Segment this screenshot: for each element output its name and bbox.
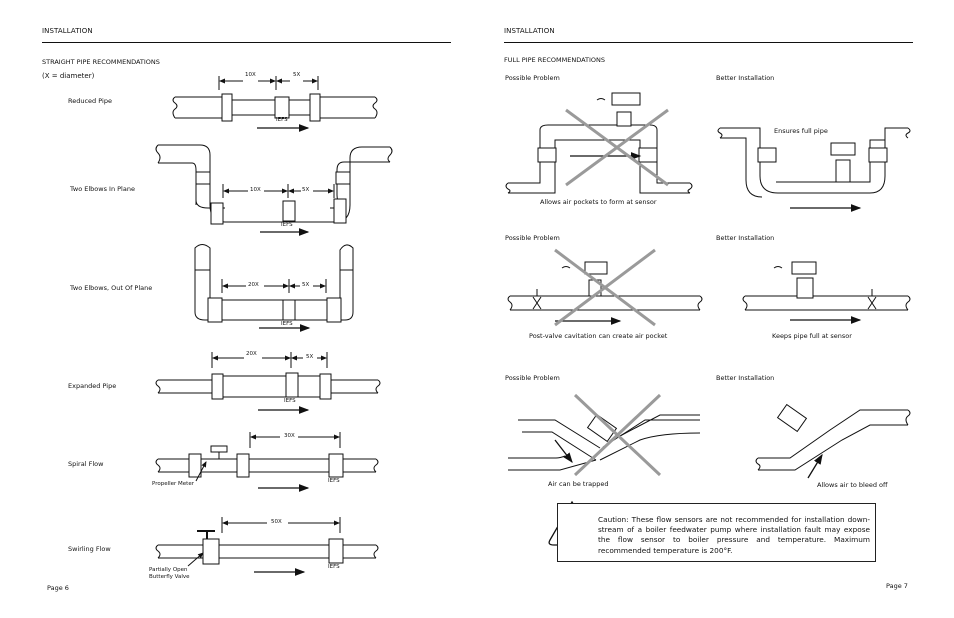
dimension-label: 5X: [302, 282, 310, 288]
dimension-label: 50X: [271, 519, 282, 525]
spiral-flow-diagram: [155, 432, 379, 492]
better-caption: Ensures full pipe: [774, 127, 828, 135]
possible-problem-label: Possible Problem: [505, 234, 560, 242]
right-page-number: Page 7: [886, 582, 908, 590]
expanded-pipe-diagram: [155, 352, 381, 414]
row-label: Reduced Pipe: [68, 97, 112, 105]
trapped-air-problem-diagram: [508, 393, 701, 477]
left-header-rule: [42, 42, 451, 43]
better-caption: Allows air to bleed off: [817, 481, 888, 489]
sensor-label: IEFS: [281, 321, 293, 327]
possible-problem-label: Possible Problem: [505, 374, 560, 382]
air-pocket-problem-diagram: [505, 92, 693, 194]
row-label: Two Elbows In Plane: [70, 185, 135, 193]
sensor-label: IEFS: [328, 478, 340, 484]
full-pipe-better-diagram: [717, 127, 911, 212]
problem-caption: Allows air pockets to form at sensor: [540, 198, 657, 206]
swirling-flow-diagram: [155, 517, 379, 576]
dimension-label: 5X: [306, 354, 314, 360]
reduced-pipe-diagram: [172, 76, 378, 132]
butterfly-valve-callout-line2: Butterfly Valve: [149, 574, 190, 580]
right-header-rule: [504, 42, 913, 43]
valve-cavitation-problem-diagram: [507, 248, 703, 327]
left-page-header: INSTALLATION: [42, 27, 93, 35]
row-label: Expanded Pipe: [68, 382, 117, 390]
full-at-sensor-better-diagram: [742, 261, 911, 324]
dimension-label: 5X: [302, 187, 310, 193]
diameter-note: (X = diameter): [42, 72, 95, 80]
two-elbows-in-plane-diagram: [155, 144, 393, 236]
sensor-label: IEFS: [276, 117, 288, 123]
right-section-title: FULL PIPE RECOMMENDATIONS: [504, 56, 606, 64]
better-caption: Keeps pipe full at sensor: [772, 332, 852, 340]
caution-text: Caution: These flow sensors are not reco…: [598, 515, 870, 555]
row-label: Spiral Flow: [68, 460, 104, 468]
sensor-label: IEFS: [328, 564, 340, 570]
dimension-label: 5X: [293, 72, 301, 78]
better-installation-label: Better Installation: [716, 374, 775, 382]
left-page-number: Page 6: [47, 584, 69, 592]
caution-box: [557, 503, 876, 562]
left-section-title: STRAIGHT PIPE RECOMMENDATIONS: [42, 58, 160, 66]
row-label: Two Elbows, Out Of Plane: [70, 284, 153, 292]
problem-caption: Post-valve cavitation can create air poc…: [529, 332, 668, 340]
two-elbows-out-of-plane-diagram: [194, 244, 354, 332]
better-installation-label: Better Installation: [716, 234, 775, 242]
sensor-label: IEFS: [284, 398, 296, 404]
bleed-air-better-diagram: [755, 403, 911, 479]
row-label: Swirling Flow: [68, 545, 111, 553]
dimension-label: 30X: [284, 433, 295, 439]
problem-caption: Air can be trapped: [548, 480, 609, 488]
dimension-label: 20X: [248, 282, 259, 288]
better-installation-label: Better Installation: [716, 74, 775, 82]
dimension-label: 20X: [246, 351, 257, 357]
dimension-label: 10X: [250, 187, 261, 193]
possible-problem-label: Possible Problem: [505, 74, 560, 82]
dimension-label: 10X: [245, 72, 256, 78]
butterfly-valve-callout-line1: Partially Open: [149, 567, 188, 573]
sensor-label: IEFS: [281, 222, 293, 228]
propeller-meter-callout: Propeller Meter: [152, 481, 194, 487]
right-page-header: INSTALLATION: [504, 27, 555, 35]
